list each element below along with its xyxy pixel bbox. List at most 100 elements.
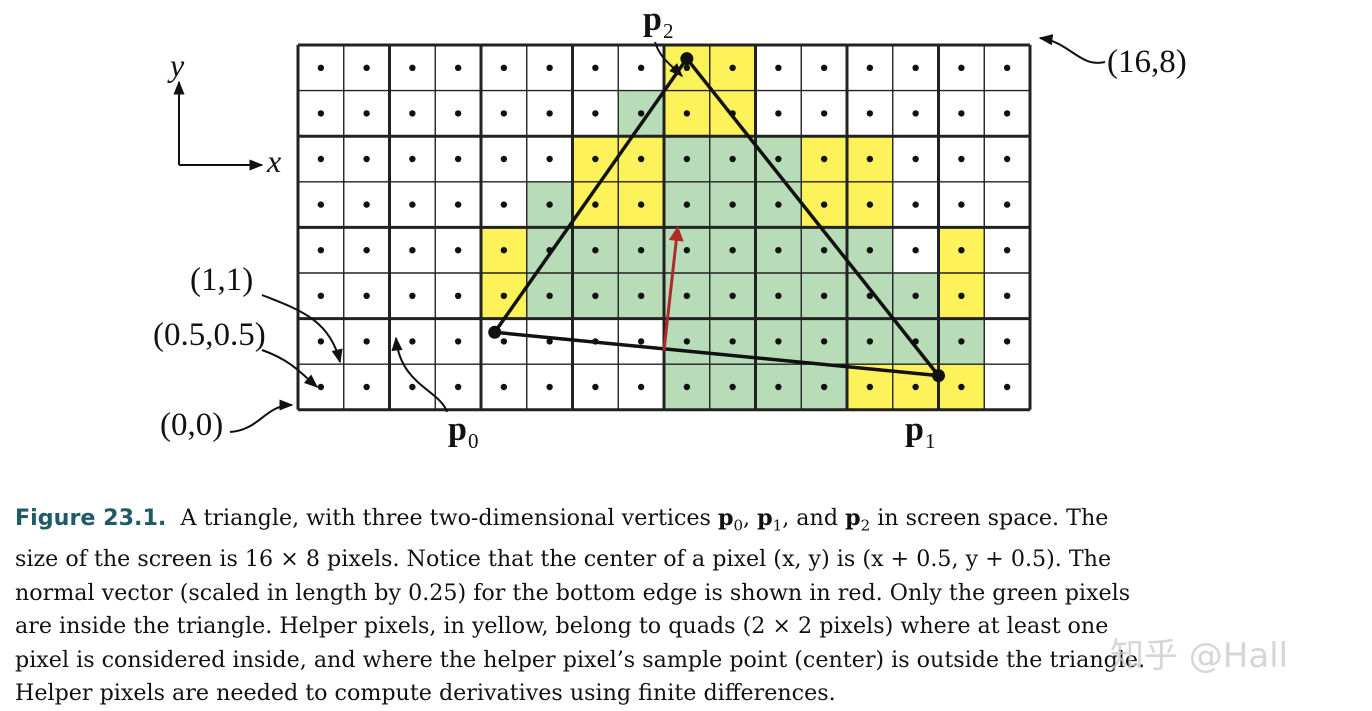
pixel-center-dot <box>317 155 325 163</box>
pixel-center-dot <box>592 110 599 117</box>
pixel-center-dot <box>500 201 508 208</box>
pixel-center-dot <box>866 201 874 208</box>
pixel-center-dot <box>683 110 691 117</box>
caption-text-1d: in screen space. The <box>870 505 1109 531</box>
pixel-center-dot <box>637 383 645 391</box>
pixel-center-dot <box>958 338 965 345</box>
pixel-center-dot <box>637 338 645 345</box>
pixel-center-dot <box>409 110 416 117</box>
triangle-rasterization-figure: y x (16,8) (1,1) (0.5,0.5) (0,0) p 0 p 1… <box>153 1 1187 453</box>
pixel-center-dot <box>363 64 370 72</box>
caption-text-1a: A triangle, with three two-dimensional v… <box>180 505 718 531</box>
pixel-center-dot <box>317 383 325 391</box>
pixel-center-dot <box>454 338 462 345</box>
caption-line-1: Figure 23.1. A triangle, with three two-… <box>15 502 1335 543</box>
pixel-center-dot <box>317 247 325 254</box>
pixel-center-dot <box>1003 247 1011 254</box>
pixel-center-dot <box>454 201 462 208</box>
vertex-p2 <box>680 52 694 66</box>
caption-p0-sub: 0 <box>733 516 744 535</box>
pixel-center-dot <box>454 64 462 72</box>
origin-label: (0,0) <box>160 407 223 443</box>
pixel-center-dot <box>912 247 919 254</box>
pixel-center-dot <box>820 338 828 345</box>
pixel-center-dot <box>637 247 645 254</box>
pixel-center-dot <box>546 201 553 208</box>
p2-label: p <box>643 1 662 38</box>
caption-and: , and <box>782 505 846 531</box>
pixel-center-dot <box>820 64 828 72</box>
pixel-center-dot <box>637 110 645 117</box>
pixel-center-dot <box>683 383 691 391</box>
pixel-center-dot <box>592 292 599 299</box>
pixel-center-dot <box>958 247 965 254</box>
pixel-center-dot <box>912 155 919 163</box>
triangle-edge <box>493 57 689 334</box>
pixel-center-dot <box>409 64 416 72</box>
pixel-center-dot <box>866 338 874 345</box>
pixel-center-dot <box>866 292 874 299</box>
pixel-center-dot <box>500 247 508 254</box>
pixel-center-dot <box>820 247 828 254</box>
pixel-center-dot <box>775 292 782 299</box>
pixel-center-dot <box>820 110 828 117</box>
pixel-center-dot <box>912 201 919 208</box>
pixel-center-dot <box>454 110 462 117</box>
pixel-center-dot <box>1003 292 1011 299</box>
caption-p1-sub: 1 <box>772 516 783 535</box>
pixel-centers <box>317 64 1011 391</box>
pixel-center-dot <box>775 64 782 72</box>
caption-line-4: are inside the triangle. Helper pixels, … <box>15 613 1109 640</box>
pixel-center-dot <box>637 155 645 163</box>
triangle-edge <box>685 57 940 377</box>
pixel-center-dot <box>683 247 691 254</box>
pixel-center-dot <box>317 201 325 208</box>
normal-vector-arrow <box>662 225 684 351</box>
pixel-center-dot <box>1003 110 1011 117</box>
triangle-vertices <box>488 52 945 383</box>
pixel-center-dot <box>775 155 782 163</box>
caption-p2: p <box>845 505 861 531</box>
pixel-center-dot <box>500 110 508 117</box>
pixel-center-dot <box>775 338 782 345</box>
caption-line-5: pixel is considered inside, and where th… <box>15 646 1146 673</box>
pixel-center-dot <box>500 64 508 72</box>
pixel-center-dot <box>546 292 553 299</box>
p1-subscript: 1 <box>925 429 936 453</box>
origin-callout <box>229 399 294 433</box>
pixel-center-dot <box>912 383 919 391</box>
pixel-center-dot <box>592 383 599 391</box>
x-axis-label: x <box>266 143 281 179</box>
pixel-center-dot <box>592 247 599 254</box>
pixel-center-dot <box>363 155 370 163</box>
pixel-center-dot <box>729 338 736 345</box>
y-axis-label: y <box>167 47 185 83</box>
pixel-center-dot <box>958 155 965 163</box>
pixel-center-dot <box>1003 155 1011 163</box>
pixel-center-dot <box>912 110 919 117</box>
pixel-center-dot <box>820 201 828 208</box>
pixel-center-dot <box>546 110 553 117</box>
pixel-center-dot <box>1003 338 1011 345</box>
pixel-center-dot <box>500 155 508 163</box>
p1-label: p <box>905 411 924 448</box>
pixel-center-dot <box>958 383 965 391</box>
pixel-center-dot <box>1003 201 1011 208</box>
pixel-center-dot <box>729 247 736 254</box>
pixel-center-dot <box>454 383 462 391</box>
pixel-center-dot <box>363 247 370 254</box>
caption-line-3: normal vector (scaled in length by 0.25)… <box>15 579 1131 606</box>
pixel-center-dot <box>775 247 782 254</box>
pixel-center-dot <box>1003 64 1011 72</box>
pixel-center-dot <box>409 155 416 163</box>
pixel-center-dot <box>958 110 965 117</box>
pixel-center-dot <box>729 292 736 299</box>
pixel-center-dot <box>500 383 508 391</box>
pixel-11-label: (1,1) <box>190 262 253 298</box>
pixel-center-dot <box>500 292 508 299</box>
pixel-center-dot <box>729 383 736 391</box>
pixel-center-dot <box>317 338 325 345</box>
pixel-center-dot <box>775 201 782 208</box>
triangle-edges <box>493 57 940 378</box>
pixel-center-dot <box>317 110 325 117</box>
